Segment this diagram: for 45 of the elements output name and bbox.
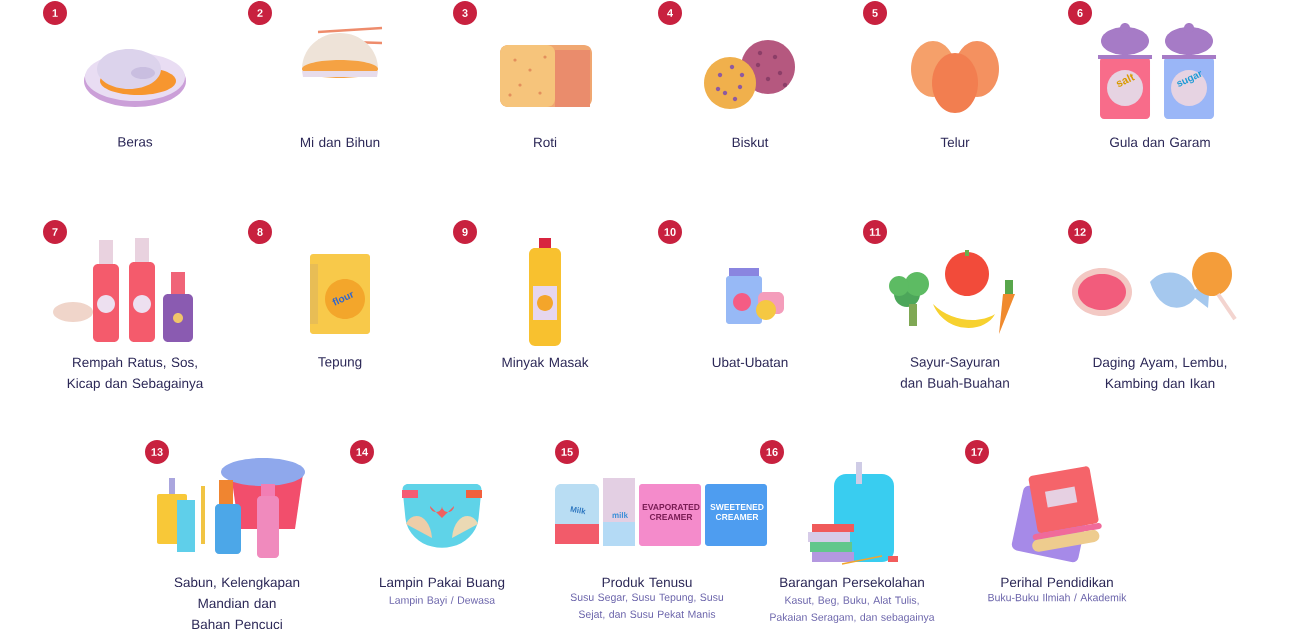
number-badge: 3 (453, 1, 477, 25)
number-badge: 6 (1068, 1, 1092, 25)
item-description: Kasut, Beg, Buku, Alat Tulis, Pakaian Seragam, dan sebagainya (770, 596, 935, 623)
item-name: Gula dan Garam (1110, 137, 1210, 148)
item-name: Perihal Pendidikan (1001, 577, 1113, 588)
number-badge: 13 (145, 440, 169, 464)
item-name: Minyak Masak (502, 357, 589, 370)
item-name: Ubat-Ubatan (712, 357, 788, 368)
number-badge: 10 (658, 220, 682, 244)
item-name: Sayur-Sayuran dan Buah-Buahan (900, 357, 1009, 388)
number-badge: 17 (965, 440, 989, 464)
item-description: Susu Segar, Susu Tepung, Susu Sejat, dan Susu Pekat Manis (570, 593, 724, 621)
item-name: Produk Tenusu (602, 577, 692, 588)
printed-word: EVAPORATED CREAMER (642, 504, 700, 520)
printed-word: Milk (570, 506, 586, 515)
printed-word: SWEETENED CREAMER (710, 504, 764, 520)
item-description: Lampin Bayi / Dewasa (389, 596, 496, 606)
number-badge: 16 (760, 440, 784, 464)
number-badge: 7 (43, 220, 67, 244)
number-badge: 15 (555, 440, 579, 464)
printed-word: sugar (1177, 70, 1202, 87)
number-badge: 9 (453, 220, 477, 244)
item-description: Buku-Buku Ilmiah / Akademik (988, 593, 1127, 602)
number-badge: 1 (43, 1, 67, 25)
item-name: Telur (940, 137, 970, 148)
item-name: Biskut (732, 137, 769, 148)
item-name: Beras (118, 137, 153, 147)
item-name: Lampin Pakai Buang (380, 577, 505, 590)
number-badge: 14 (350, 440, 374, 464)
item-name: Mi dan Bihun (300, 137, 380, 148)
item-name: Sabun, Kelengkapan Mandian dan Bahan Pencuci (174, 577, 300, 630)
number-badge: 4 (658, 1, 682, 25)
printed-word: salt (1116, 73, 1136, 87)
number-badge: 12 (1068, 220, 1092, 244)
item-name: Roti (534, 137, 557, 148)
printed-word: flour (332, 291, 353, 306)
item-name: Barangan Persekolahan (780, 577, 924, 590)
item-name: Rempah Ratus, Sos, Kicap dan Sebagainya (67, 357, 204, 391)
number-badge: 2 (248, 1, 272, 25)
item-name: Tepung (318, 357, 362, 370)
number-badge: 11 (863, 220, 887, 244)
printed-word: milk (612, 512, 628, 518)
number-badge: 5 (863, 1, 887, 25)
item-name: Daging Ayam, Lembu, Kambing dan Ikan (1093, 357, 1227, 391)
number-badge: 8 (248, 220, 272, 244)
